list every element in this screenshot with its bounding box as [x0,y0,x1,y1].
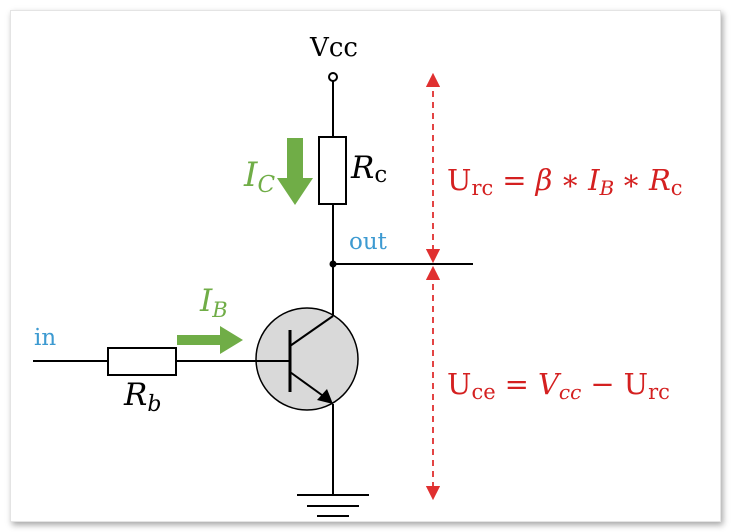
uce-equation: Uce=Vcc−Urc [447,367,670,404]
emitter-arrow [317,389,333,404]
ic-label: IC [243,155,275,198]
transistor-emitter [289,371,327,399]
ib-label: IB [199,283,228,322]
resistor-rc [318,136,347,205]
in-label: in [34,325,56,351]
vcc-label: Vcc [309,33,358,63]
rc-label: Rc [350,150,387,188]
rb-label: Rb [123,377,161,417]
ground-symbol [297,494,369,517]
urc-equation: Urc=β∗IB∗Rc [447,163,683,200]
diagram-frame [10,10,721,522]
transistor-body [255,307,359,411]
out-label: out [349,229,388,255]
ic-arrow [277,138,313,205]
resistor-rb [107,347,177,376]
ib-arrow [177,326,243,354]
transistor-collector [289,315,334,347]
vcc-terminal [328,72,338,82]
